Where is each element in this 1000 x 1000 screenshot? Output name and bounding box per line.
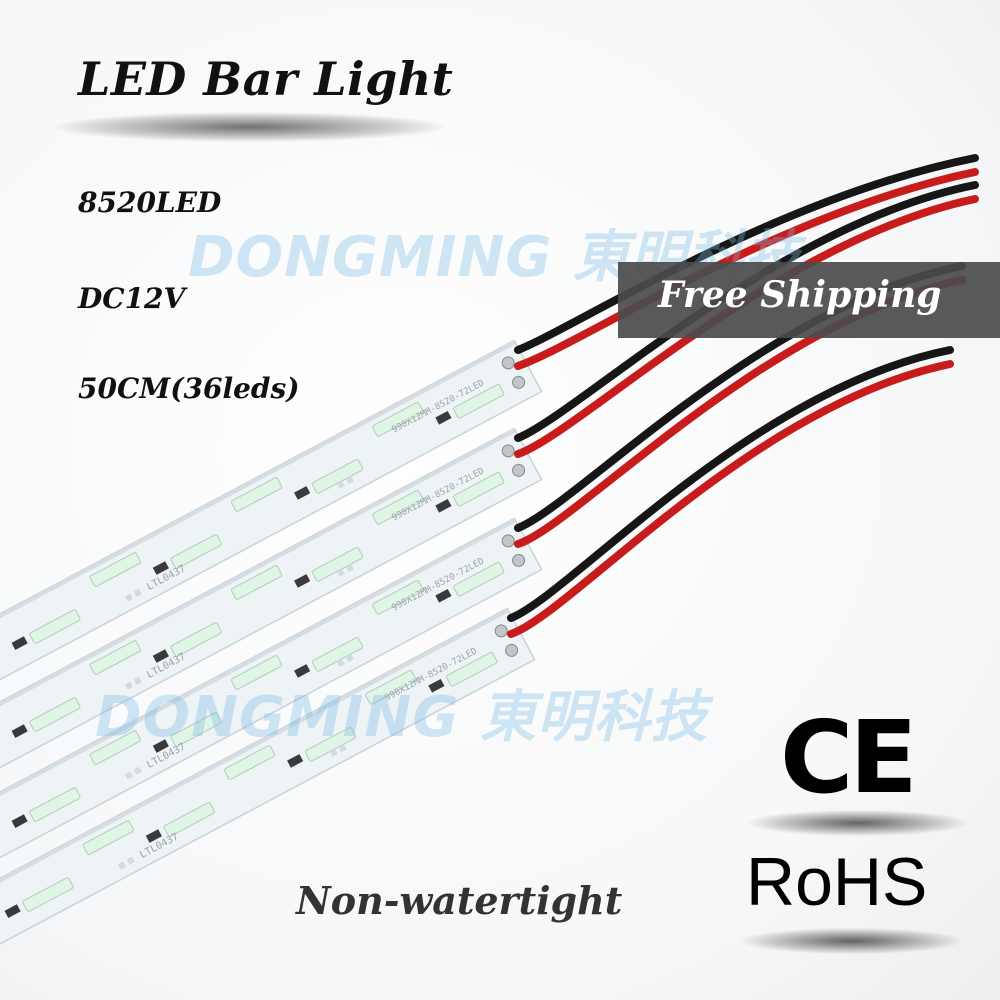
non-watertight-label: Non-watertight [296,878,623,923]
led-chip [82,820,134,855]
resistor [11,636,28,650]
free-shipping-banner: Free Shipping [618,262,1000,338]
wire-black [514,154,979,354]
led-chip [29,697,81,732]
watermark-bottom: DONGMING 東明科技 [95,685,708,750]
led-chip [453,383,505,419]
strip-edge [0,428,517,733]
resistor [145,829,162,843]
title-shadow [55,112,445,142]
solder-pad [336,658,345,667]
led-chip [170,712,222,747]
strip-edge [0,518,517,823]
solder-pad [133,588,142,597]
led-chip [223,745,276,780]
led-chip [29,787,81,822]
product-title: LED Bar Light [78,52,454,106]
wire-pad-neg [501,444,515,458]
strip-edge [0,340,517,645]
rohs-mark: RoHS [746,844,928,920]
led-chip [372,490,424,525]
solder-pad [124,593,133,602]
wire-pad-neg [501,534,515,548]
resistor [294,574,311,588]
solder-pad [338,744,347,753]
led-chip [446,651,498,687]
solder-pad [345,476,354,485]
solder-pad [336,480,345,489]
spec-led-type: 8520LED [78,186,222,219]
led-chip [453,471,505,507]
spec-length: 50CM(36leds) [78,372,300,405]
solder-pad [126,856,135,865]
led-chip [170,534,222,569]
wire-red [507,360,954,638]
solder-pad [329,748,338,757]
led-chip [365,670,417,705]
ce-shadow [748,810,968,836]
free-shipping-label: Free Shipping [658,274,942,316]
wire-pad-pos [512,375,526,389]
led-chip [372,580,424,615]
wire-pad-pos [505,643,519,657]
resistor [152,739,169,753]
led-chip [453,561,505,597]
solder-pad [336,568,345,577]
solder-pad [124,771,133,780]
solder-pad [345,564,354,573]
resistor [152,561,169,575]
led-chip [230,655,283,690]
led-chip [89,552,141,587]
led-chip [163,802,215,837]
led-chip [372,402,424,437]
spec-voltage: DC12V [78,282,186,315]
led-chip [170,622,222,657]
led-chip [22,877,74,912]
resistor [435,498,452,513]
wire-black [507,346,954,622]
strip-edge [0,608,510,913]
solder-pad [133,766,142,775]
resistor [294,664,311,678]
resistor [11,724,28,738]
solder-pad [133,676,142,685]
resistor [11,814,28,828]
rohs-shadow [742,928,962,954]
solder-pad [124,681,133,690]
solder-pad [117,861,126,870]
led-chip [29,609,81,644]
resistor [294,486,311,500]
resistor [435,410,452,425]
led-chip [89,730,141,765]
resistor [435,588,452,603]
led-chip [230,565,283,600]
wire-pad-neg [501,356,515,370]
resistor [287,754,304,768]
resistor [428,678,445,693]
ce-mark: CE [780,699,918,816]
solder-pad [345,654,354,663]
led-chip [230,477,283,512]
resistor [4,904,21,918]
wire-pad-pos [512,553,526,567]
resistor [152,649,169,663]
wire-pad-pos [512,463,526,477]
led-chip [89,640,141,675]
wire-pad-neg [494,624,508,638]
